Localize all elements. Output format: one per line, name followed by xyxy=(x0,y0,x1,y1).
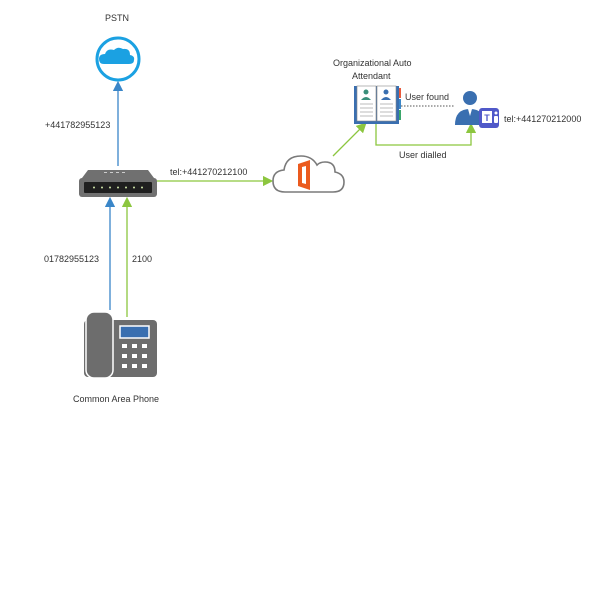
office365-cloud-icon xyxy=(272,155,345,193)
auto-attendant-label-line2: Attendant xyxy=(352,71,391,81)
edge-label-phone-green: 2100 xyxy=(132,254,153,264)
edge-label-gateway-to-cloud: tel:+441270212100 xyxy=(170,167,248,177)
edge-label-phone-blue: 01782955123 xyxy=(44,254,100,264)
pstn-cloud-icon xyxy=(95,36,141,82)
gateway-device-icon xyxy=(79,170,157,197)
directory-book-icon xyxy=(354,85,401,124)
desk-phone-icon xyxy=(84,311,157,379)
teams-number-label: tel:+441270212000 xyxy=(504,114,582,124)
edge-user-dialled xyxy=(375,122,477,146)
pstn-label: PSTN xyxy=(105,13,130,23)
edge-label-user-dialled: User dialled xyxy=(399,150,447,160)
svg-text:T: T xyxy=(484,113,490,123)
edge-label-user-found: User found xyxy=(405,92,450,102)
user-person-icon xyxy=(455,91,485,125)
phone-label: Common Area Phone xyxy=(73,394,160,404)
auto-attendant-label-line1: Organizational Auto xyxy=(333,58,412,68)
edge-cloud-to-aa xyxy=(332,122,367,157)
teams-icon: T xyxy=(479,108,499,128)
edge-label-gateway-to-pstn: +441782955123 xyxy=(45,120,111,130)
